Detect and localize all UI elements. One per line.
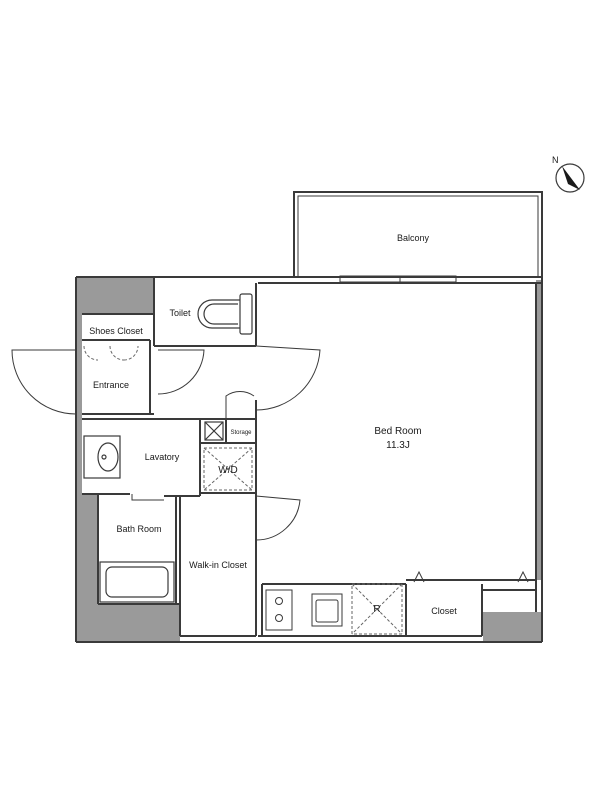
wall-block-bottom-left: [98, 604, 180, 642]
kitchen-sink: [311, 593, 343, 627]
bath-room-label: Bath Room: [116, 524, 161, 534]
wall-block-left-top: [76, 278, 154, 314]
bath-room-door: [131, 494, 164, 501]
toilet-label: Toilet: [169, 308, 191, 318]
balcony: [293, 191, 543, 278]
washer-dryer-label: W/D: [218, 465, 237, 476]
compass-arrow-icon: [562, 166, 580, 190]
walk-in-closet-label: Walk-in Closet: [189, 560, 247, 570]
shoes-closet-label: Shoes Closet: [89, 326, 143, 336]
lavatory-door: [225, 390, 255, 418]
entrance-door: [11, 349, 77, 415]
doors: [11, 345, 321, 541]
compass-circle: [555, 163, 585, 193]
entrance-label: Entrance: [93, 380, 129, 390]
stove: [265, 589, 293, 631]
compass-north-label: N: [552, 155, 559, 165]
closet-door-markers: [413, 570, 529, 583]
entrance-closet-doors: [83, 345, 139, 361]
wall-block-bed-right: [536, 280, 542, 580]
bedroom-door: [255, 345, 321, 411]
refrigerator-box: [351, 583, 403, 635]
toilet-fixture: [197, 293, 253, 335]
balcony-window: [339, 275, 457, 283]
bathtub: [99, 561, 175, 603]
closet-label: Closet: [431, 606, 457, 616]
refrigerator-label: R: [373, 604, 380, 615]
sink-fixture: [83, 435, 121, 479]
corridor-door: [157, 349, 205, 395]
balcony-label: Balcony: [397, 233, 430, 243]
wall-block-right-bottom: [483, 612, 541, 642]
lavatory-label: Lavatory: [145, 452, 180, 462]
bed-room-size-label: 11.3J: [386, 440, 410, 451]
wall-block-left-lower: [76, 414, 82, 494]
wall-block-left-bottom: [76, 494, 98, 642]
washer-dryer-box: [203, 447, 253, 491]
compass: N: [552, 155, 585, 193]
walk-in-closet-door: [255, 495, 301, 541]
storage-label: Storage: [230, 430, 252, 436]
storage-box: [204, 421, 224, 441]
wall-block-left-mid: [76, 278, 82, 414]
bed-room-label: Bed Room: [374, 426, 421, 437]
interior-walls: [82, 277, 537, 637]
